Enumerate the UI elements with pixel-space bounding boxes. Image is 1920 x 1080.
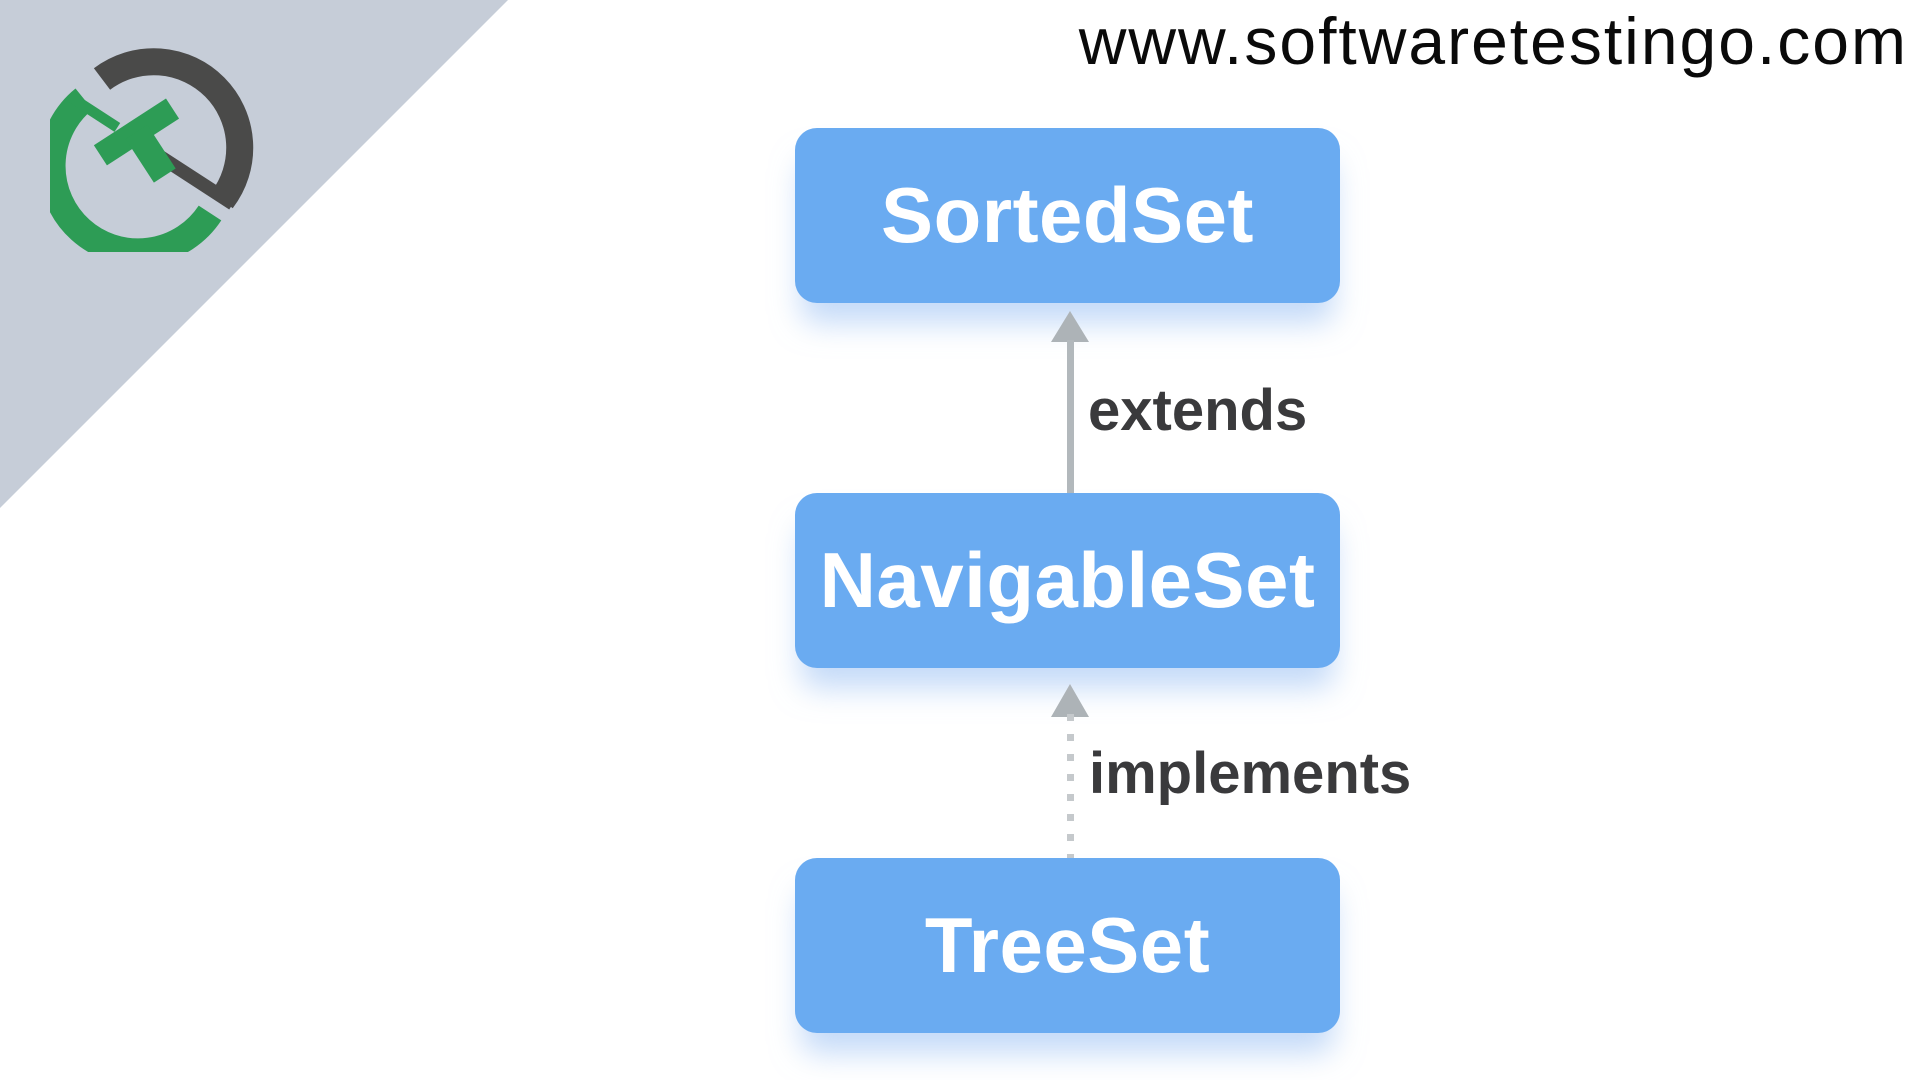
node-sortedset: SortedSet (795, 128, 1340, 303)
extends-edge-label: extends (1088, 378, 1308, 443)
implements-arrowhead-up-icon (1051, 684, 1089, 717)
node-treeset-label: TreeSet (924, 901, 1211, 989)
extends-arrowhead-up-icon (1051, 311, 1089, 342)
implements-arrow-dashed-line (1067, 714, 1074, 858)
node-navigableset: NavigableSet (795, 493, 1340, 668)
node-navigableset-label: NavigableSet (819, 536, 1316, 624)
website-url: www.softwaretestingo.com (1078, 4, 1908, 78)
node-treeset: TreeSet (795, 858, 1340, 1033)
extends-arrow-line (1067, 340, 1074, 493)
implements-edge-label: implements (1089, 741, 1412, 806)
node-sortedset-label: SortedSet (881, 171, 1254, 259)
corner-triangle (0, 0, 508, 508)
softwaretestingo-logo-icon (50, 48, 254, 252)
